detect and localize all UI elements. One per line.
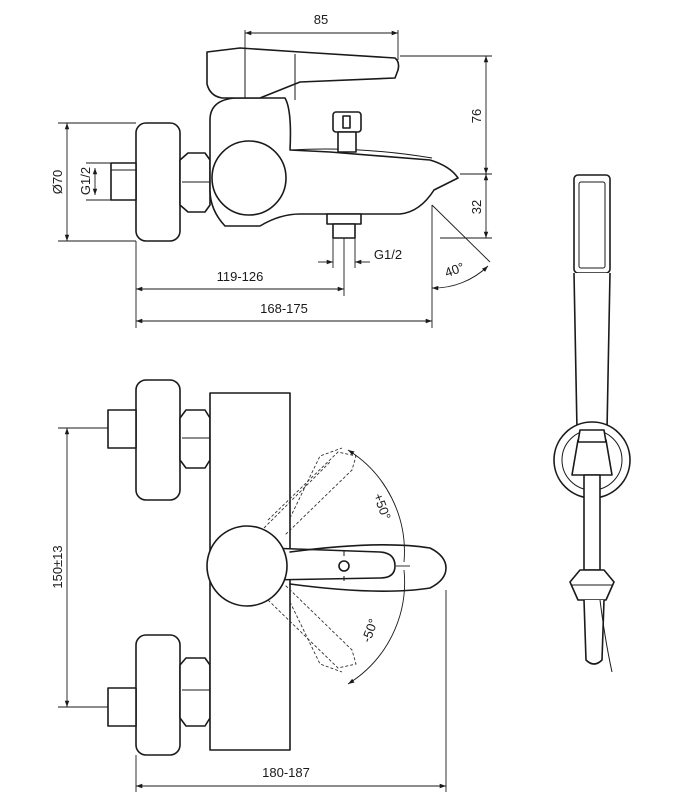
inlet-pipe-upper xyxy=(107,409,137,449)
dim-angle-label: 40° xyxy=(443,259,467,280)
dim-32-label: 32 xyxy=(469,200,484,214)
front-view-dimensions: +50° -50° 150±13 180-187 xyxy=(50,427,447,792)
lever-side xyxy=(206,47,400,99)
wall-rosette-side xyxy=(135,122,181,242)
shower-hose xyxy=(583,474,601,571)
wall-rosette-upper xyxy=(135,379,181,501)
mixer-cartridge-side xyxy=(211,140,287,216)
side-view xyxy=(110,47,459,242)
wall-holder-bracket xyxy=(571,439,613,476)
dim-rotation-minus-label: -50° xyxy=(359,617,381,645)
inlet-pipe-lower xyxy=(107,687,137,727)
dim-overall-width-label: 180-187 xyxy=(262,765,310,780)
hose-outlet-side xyxy=(326,213,362,225)
side-view-dimensions: 85 76 32 Ø70 G1/2 G1/2 40° 119-1 xyxy=(50,12,492,328)
lever-rotation-ghost-plus xyxy=(263,447,357,536)
shower-handle xyxy=(573,272,611,435)
dim-diameter-label: Ø70 xyxy=(50,170,65,195)
lever-front xyxy=(267,547,396,581)
hex-nut-upper xyxy=(179,409,211,469)
dim-projection-outlet-label: 119-126 xyxy=(217,269,264,284)
mixer-cartridge-front xyxy=(206,525,288,607)
dim-thread-outlet-label: G1/2 xyxy=(374,247,402,262)
dim-thread-inlet-label: G1/2 xyxy=(78,167,93,195)
spray-nozzle-plate xyxy=(578,181,606,269)
hand-shower xyxy=(553,174,631,673)
dim-85-label: 85 xyxy=(314,12,328,27)
inlet-pipe-side xyxy=(110,162,137,201)
lever-rotation-ghost-minus xyxy=(267,584,357,673)
lever-housing-front xyxy=(289,544,447,592)
dim-inlet-centres-label: 150±13 xyxy=(50,545,65,588)
front-view xyxy=(107,379,447,756)
dim-projection-total-label: 168-175 xyxy=(260,301,308,316)
hex-nut-lower xyxy=(179,657,211,727)
dim-76-label: 76 xyxy=(469,109,484,123)
wall-rosette-lower xyxy=(135,634,181,756)
